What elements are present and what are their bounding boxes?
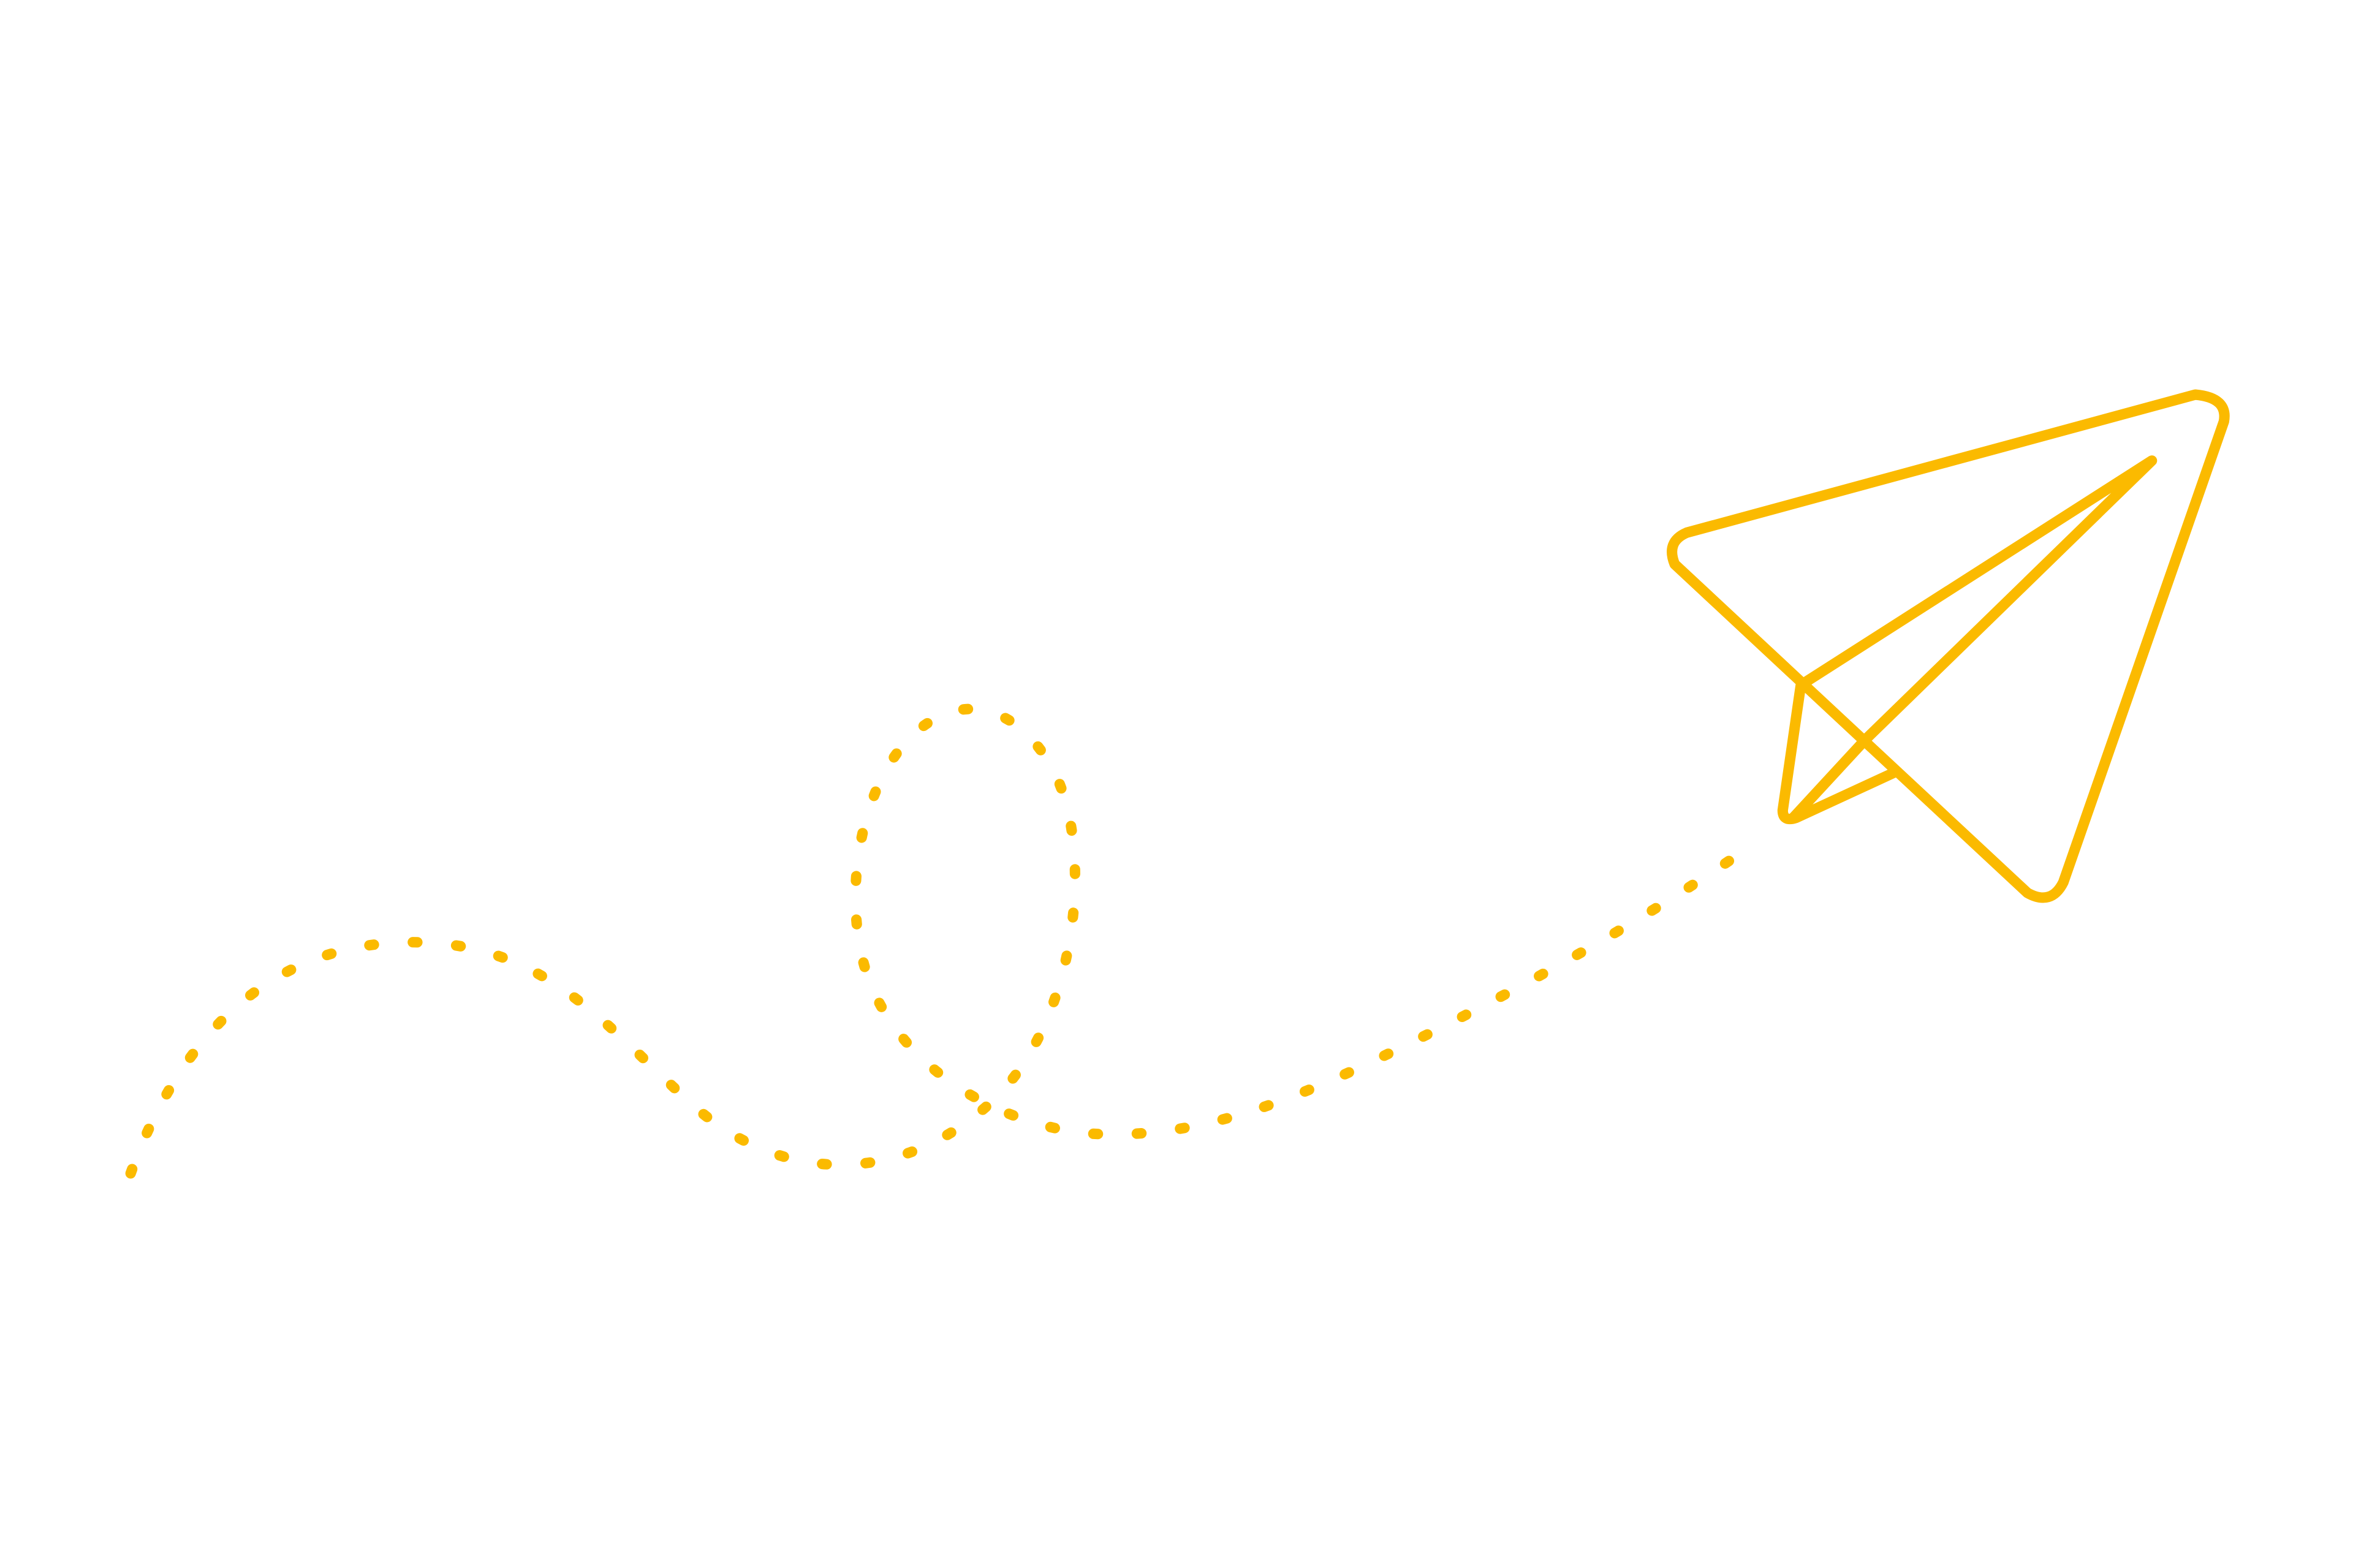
paper-plane-icon	[1667, 389, 2230, 903]
paper-plane-fold	[1777, 680, 1900, 825]
paper-plane-inner-crease	[1787, 455, 2158, 824]
paper-plane-outline	[1667, 389, 2230, 903]
dotted-flight-trail	[125, 703, 1754, 1179]
